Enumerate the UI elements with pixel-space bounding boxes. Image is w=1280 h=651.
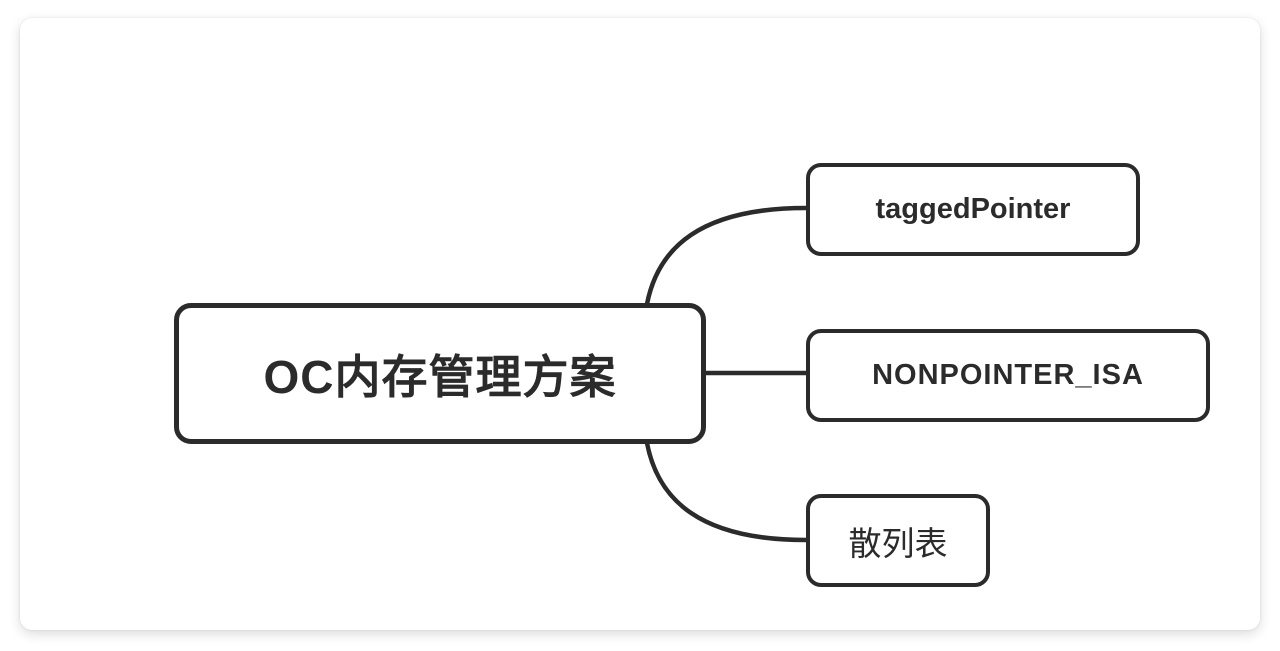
mindmap-node-hash-table[interactable]: 散列表 [806,494,990,587]
mindmap-node-hash-table-label: 散列表 [848,524,948,562]
mindmap-node-taggedpointer-label: taggedPointer [875,193,1071,225]
mindmap-root-node-label: OC内存管理方案 [263,350,617,403]
connector-root-to-hash-table [644,440,809,543]
mindmap-node-nonpointer-isa-label: NONPOINTER_ISA [872,359,1144,391]
mindmap-root-node[interactable]: OC内存管理方案 [174,303,706,444]
connector-root-to-taggedpointer [644,205,809,307]
mindmap-node-taggedpointer[interactable]: taggedPointer [806,163,1140,256]
mindmap-node-nonpointer-isa[interactable]: NONPOINTER_ISA [806,329,1210,422]
